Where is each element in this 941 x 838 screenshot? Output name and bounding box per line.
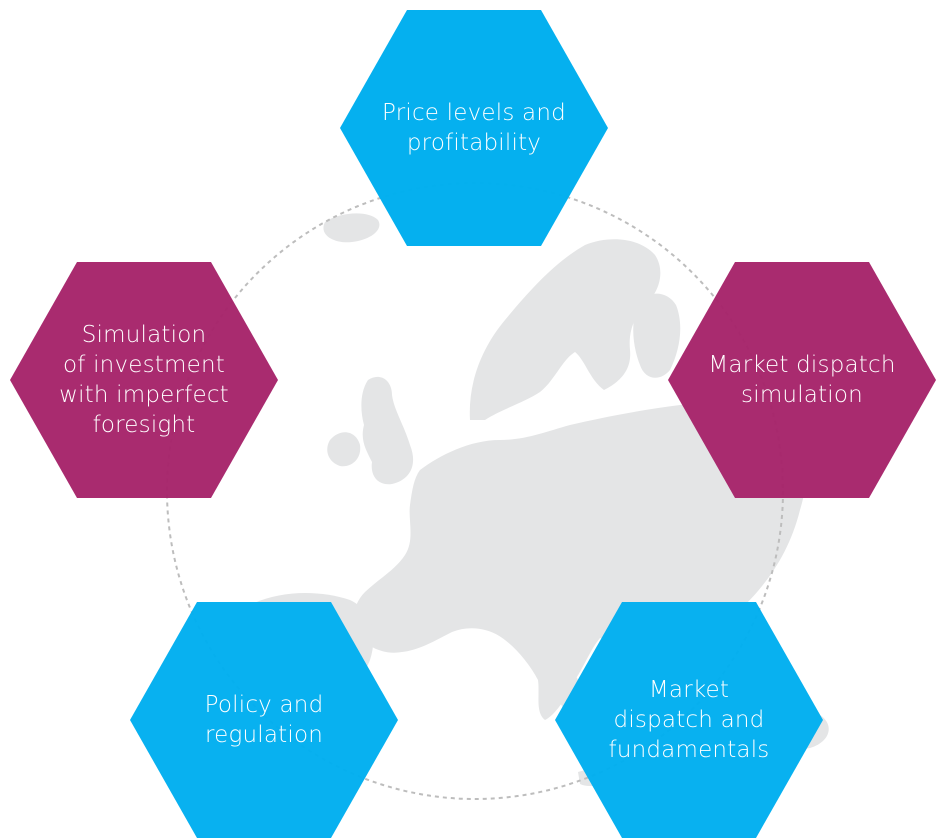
node-line: foresight [92,412,196,438]
node-policy-regulation-label: Policy and regulation [170,602,358,838]
hexagon-shape [668,262,936,498]
node-market-dispatch-simulation: Market dispatch simulation [668,262,936,498]
node-line: Market dispatch [708,352,896,378]
node-line: profitability [406,130,542,156]
node-investment-simulation-label: Simulation of investment with imperfect … [50,262,238,498]
node-line: Price levels and [382,100,566,126]
hexagon-shape [340,10,608,246]
hexagon-shape [130,602,398,838]
node-line: fundamentals [608,737,770,763]
map-finland [633,293,681,378]
node-line: dispatch and [613,707,765,733]
map-mainland [353,402,808,720]
node-market-fundamentals-label: Market dispatch and fundamentals [595,602,783,838]
node-line: of investment [63,352,225,378]
node-line: Simulation [81,322,207,348]
node-price-levels: Price levels and profitability [340,10,608,246]
map-ireland [327,432,361,467]
node-market-dispatch-simulation-label: Market dispatch simulation [708,262,896,498]
map-scandinavia [469,239,661,420]
node-line: with imperfect [59,382,229,408]
node-line: Market [648,677,730,703]
hexagon-shape [555,602,823,838]
map-great-britain [361,376,414,485]
map-iceland [323,213,380,243]
node-policy-regulation: Policy and regulation [130,602,398,838]
node-market-fundamentals: Market dispatch and fundamentals [555,602,823,838]
node-line: regulation [204,722,324,748]
node-investment-simulation: Simulation of investment with imperfect … [10,262,278,498]
node-line: Policy and [204,692,324,718]
hexagon-shape [10,262,278,498]
node-line: simulation [741,382,863,408]
node-price-levels-label: Price levels and profitability [380,10,568,246]
